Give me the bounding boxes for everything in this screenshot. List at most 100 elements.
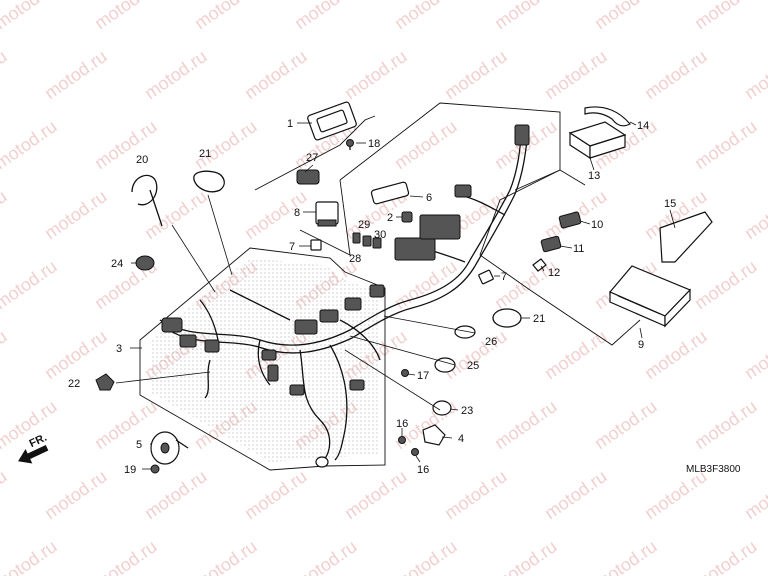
horn-5 [150,431,189,465]
cover-14 [584,106,631,127]
watermark-text: motod.ru [641,326,711,383]
bracket-4 [422,424,446,446]
front-arrow-icon [18,445,49,464]
callout-12: 12 [548,267,560,279]
callout-10: 10 [591,219,603,231]
fuse-28 [372,237,382,249]
callout-2: 2 [387,212,393,224]
sensor-11 [540,235,562,253]
watermark-text: motod.ru [0,46,10,103]
watermark-text: motod.ru [691,536,761,576]
bolt-16a [398,436,406,444]
band-21a [193,170,225,193]
watermark-text: motod.ru [191,0,261,33]
callout-7b: 7 [501,271,507,283]
watermark-text: motod.ru [491,536,561,576]
callout-9: 9 [638,339,644,351]
watermark-text: motod.ru [391,536,461,576]
callout-29: 29 [358,219,370,231]
watermark-text: motod.ru [441,46,511,103]
leader-lines [115,121,676,470]
watermark-text: motod.ru [591,0,661,33]
callout-15: 15 [664,198,676,210]
watermark-text: motod.ru [0,326,10,383]
watermark-text: motod.ru [491,0,561,33]
clamp-22 [95,373,115,391]
fuse-30 [362,235,372,247]
callout-4: 4 [458,433,464,445]
watermark-text: motod.ru [41,186,111,243]
bolt-17 [401,369,409,377]
rubber-15 [659,211,713,263]
callout-3: 3 [116,343,122,355]
watermark-text: motod.ru [91,0,161,33]
watermark-text: motod.ru [391,256,461,313]
watermark-text: motod.ru [0,536,60,576]
callout-19: 19 [124,464,136,476]
callout-1: 1 [287,118,293,130]
diagram-code: MLB3F3800 [686,464,741,475]
watermark-text: motod.ru [741,326,768,383]
callout-22: 22 [68,378,80,390]
ecm-9 [609,265,692,328]
bolt-19 [150,464,160,474]
watermark-text: motod.ru [641,46,711,103]
grommet-24 [135,255,155,271]
callout-26: 26 [485,336,497,348]
watermark-text: motod.ru [541,326,611,383]
clip-12 [532,258,547,272]
watermark-text: motod.ru [591,536,661,576]
watermark-text: motod.ru [591,396,661,453]
band-20 [131,174,163,227]
callout-11: 11 [573,243,584,255]
watermark-text: motod.ru [291,536,361,576]
callout-16a: 16 [396,418,408,430]
callout-30: 30 [374,229,386,241]
watermark-text: motod.ru [491,256,561,313]
callout-20: 20 [136,154,148,166]
watermark-text: motod.ru [91,536,161,576]
callout-27: 27 [306,152,318,164]
callout-8: 8 [294,207,300,219]
watermark-text: motod.ru [691,256,761,313]
watermark-text: motod.ru [241,46,311,103]
watermark-text: motod.ru [541,466,611,523]
callout-17: 17 [417,370,429,382]
watermark-text: motod.ru [441,466,511,523]
watermark-text: motod.ru [0,186,10,243]
watermark-text: motod.ru [191,536,261,576]
watermark-text: motod.ru [741,46,768,103]
watermark-text: motod.ru [391,0,461,33]
watermark-text: motod.ru [191,116,261,173]
watermark-text: motod.ru [691,0,761,33]
bolt-18 [346,139,354,150]
watermark-text: motod.ru [0,256,60,313]
callout-13: 13 [588,170,600,182]
watermark-text: motod.ru [41,326,111,383]
relay-27 [296,169,320,185]
band-21b [492,308,522,328]
watermark-text: motod.ru [41,46,111,103]
callout-21b: 21 [533,313,545,325]
callout-5: 5 [136,439,142,451]
watermark-text: motod.ru [241,466,311,523]
watermark-text: motod.ru [91,116,161,173]
watermark-text: motod.ru [691,396,761,453]
callout-23: 23 [461,405,473,417]
callout-21a: 21 [199,148,211,160]
watermark-text: motod.ru [741,466,768,523]
watermark-text: motod.ru [141,466,211,523]
watermark-text: motod.ru [91,396,161,453]
callout-16b: 16 [417,464,429,476]
fuse-29 [352,232,361,244]
clamp-23 [432,400,452,416]
relay-8 [315,201,339,227]
callout-28: 28 [349,253,361,265]
watermark-text: motod.ru [141,46,211,103]
watermark-text: motod.ru [441,326,511,383]
watermark-text: motod.ru [0,466,10,523]
watermark-text: motod.ru [341,466,411,523]
main-harness [159,124,530,468]
fuse-box-6 [370,181,410,205]
